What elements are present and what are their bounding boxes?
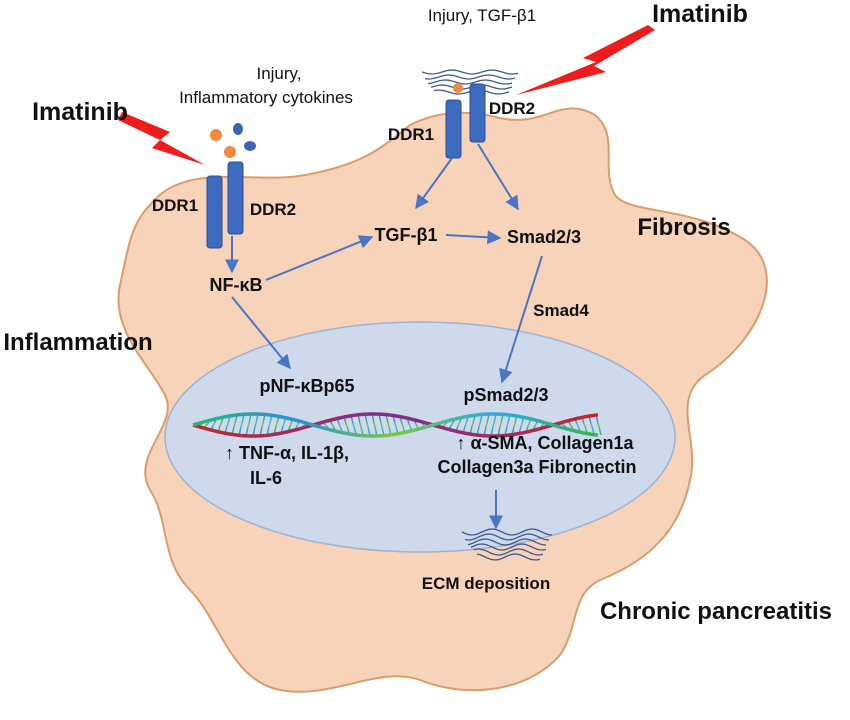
cytokines-label: IL-6 bbox=[250, 468, 282, 488]
ligand-blue-icon bbox=[233, 123, 243, 135]
fibrosis-label: Fibrosis bbox=[637, 214, 730, 241]
pnfkb-label: pNF-κBp65 bbox=[259, 376, 354, 396]
left-stimulus-label: Inflammatory cytokines bbox=[179, 88, 353, 107]
ecm-fiber-icon bbox=[461, 528, 553, 561]
nfkb-label: NF-κB bbox=[209, 275, 262, 295]
arrow-nfkb-to-tgfb1 bbox=[265, 235, 374, 281]
arrow-nfkb-to-pnfkb bbox=[231, 296, 291, 370]
left-receptor-pair bbox=[206, 123, 256, 249]
psmad-label: pSmad2/3 bbox=[463, 385, 548, 405]
imatinib-left-label: Imatinib bbox=[32, 98, 128, 126]
tgfb1-label: TGF-β1 bbox=[375, 225, 438, 245]
inflammation-label: Inflammation bbox=[3, 329, 152, 356]
ddr2-right-label: DDR2 bbox=[489, 99, 535, 118]
ligand-blue-icon bbox=[244, 141, 256, 151]
ligand-orange-icon bbox=[224, 146, 236, 158]
arrow-ddr1-to-tgfb1 bbox=[415, 157, 453, 210]
ddr1-right-label: DDR1 bbox=[388, 125, 434, 144]
ligand-orange-icon bbox=[210, 129, 222, 141]
smad4-label: Smad4 bbox=[533, 301, 589, 320]
ecm-label: ECM deposition bbox=[422, 574, 550, 593]
chronic-pancreatitis-label: Chronic pancreatitis bbox=[600, 598, 832, 625]
ddr1-left-label: DDR1 bbox=[152, 196, 198, 215]
dna-helix bbox=[192, 412, 602, 438]
arrow-tgfb1-to-smad23 bbox=[445, 230, 502, 245]
lightning-bolt-icon bbox=[516, 25, 655, 95]
imatinib-right-label: Imatinib bbox=[652, 0, 748, 28]
cytokines-label: ↑ TNF-α, IL-1β, bbox=[225, 443, 349, 463]
ddr2-right-receptor bbox=[469, 83, 486, 143]
ddr1-right-receptor bbox=[445, 99, 462, 159]
arrow-ddr2-to-smad23 bbox=[477, 143, 519, 211]
fibrotic-genes-label: Collagen3a Fibronectin bbox=[437, 457, 636, 477]
ligand-orange-icon bbox=[453, 83, 463, 93]
smad23-label: Smad2/3 bbox=[507, 227, 581, 247]
ddr1-left-receptor bbox=[206, 175, 223, 249]
top-stimulus-label: Injury, TGF-β1 bbox=[428, 6, 536, 25]
right-receptor-pair bbox=[421, 69, 519, 159]
arrow-smad23-to-psmad bbox=[499, 255, 543, 384]
ddr2-left-receptor bbox=[227, 161, 244, 235]
signal-arrows bbox=[225, 143, 543, 530]
fibrotic-genes-label: ↑ α-SMA, Collagen1a bbox=[456, 433, 634, 453]
left-stimulus-label: Injury, bbox=[256, 64, 301, 83]
ddr2-left-label: DDR2 bbox=[250, 200, 296, 219]
lightning-bolt-icon bbox=[118, 112, 205, 165]
nucleus bbox=[164, 321, 676, 553]
